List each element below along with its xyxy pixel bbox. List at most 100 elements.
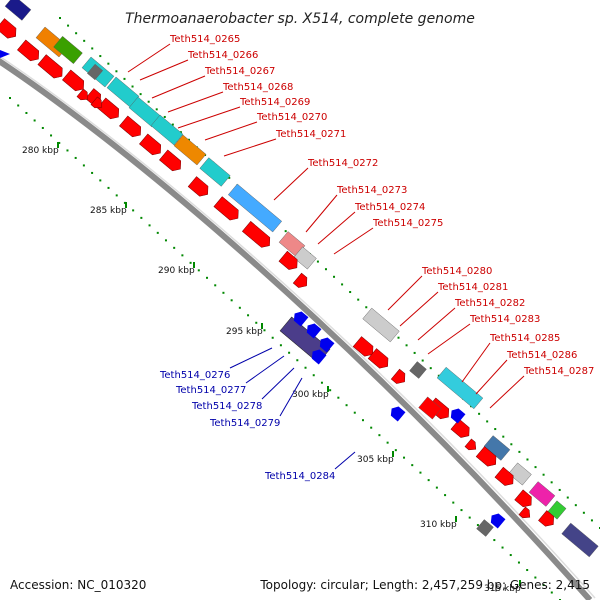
outer-dotted-guide bbox=[75, 32, 78, 35]
gene-label[interactable]: Teth514_0274 bbox=[354, 202, 425, 213]
kbp-tick-mark bbox=[193, 262, 195, 268]
outer-dotted-guide bbox=[582, 511, 585, 514]
outer-dotted-guide bbox=[526, 458, 529, 461]
outer-dotted-guide bbox=[349, 291, 352, 294]
inner-dotted-guide bbox=[493, 539, 496, 542]
gene-label[interactable]: Teth514_0273 bbox=[336, 185, 407, 196]
inner-dotted-guide bbox=[91, 171, 94, 174]
inner-dotted-guide bbox=[542, 584, 545, 587]
forward-gene-arrow bbox=[241, 221, 271, 248]
outer-dotted-guide bbox=[486, 420, 489, 423]
gene-label[interactable]: Teth514_0269 bbox=[239, 97, 310, 108]
inner-dotted-guide bbox=[337, 396, 340, 399]
inner-dotted-guide bbox=[353, 411, 356, 414]
inner-dotted-guide bbox=[296, 359, 299, 362]
gene-label[interactable]: Teth514_0271 bbox=[275, 129, 346, 140]
inner-dotted-guide bbox=[386, 441, 389, 444]
inner-dotted-guide bbox=[361, 419, 364, 422]
outer-dotted-guide bbox=[171, 123, 174, 126]
inner-dotted-guide bbox=[148, 224, 151, 227]
inner-dotted-guide bbox=[526, 569, 529, 572]
forward-gene-arrow bbox=[494, 466, 514, 486]
gene-label[interactable]: Teth514_0284 bbox=[264, 471, 335, 482]
outer-dotted-guide bbox=[502, 435, 505, 438]
kbp-tick-label: 290 kbp bbox=[158, 266, 195, 276]
gene-label[interactable]: Teth514_0282 bbox=[454, 298, 525, 309]
cog-feature-block bbox=[528, 481, 556, 507]
inner-dotted-guide bbox=[41, 126, 44, 129]
cog-feature-block bbox=[173, 134, 207, 166]
inner-dotted-guide bbox=[304, 366, 307, 369]
gene-label[interactable]: Teth514_0275 bbox=[372, 218, 443, 229]
outer-dotted-guide bbox=[163, 115, 166, 118]
map-title: Thermoanaerobacter sp. X514, complete ge… bbox=[125, 11, 475, 27]
inner-dotted-guide bbox=[247, 314, 250, 317]
inner-dotted-guide bbox=[50, 134, 53, 137]
gene-label[interactable]: Teth514_0277 bbox=[175, 385, 246, 396]
label-leader-line bbox=[229, 347, 273, 369]
gene-label[interactable]: Teth514_0280 bbox=[421, 266, 492, 277]
cog-feature-block bbox=[150, 114, 184, 146]
gene-label[interactable]: Teth514_0266 bbox=[187, 50, 258, 61]
forward-gene-arrow bbox=[464, 438, 477, 451]
outer-dotted-guide bbox=[324, 268, 327, 271]
label-leader-line bbox=[305, 194, 338, 233]
outer-dotted-guide bbox=[179, 131, 182, 134]
inner-dotted-guide bbox=[263, 329, 266, 332]
outer-dotted-guide bbox=[316, 260, 319, 263]
cog-feature-block bbox=[476, 519, 494, 537]
inner-dotted-guide bbox=[238, 306, 241, 309]
kbp-tick-mark bbox=[125, 202, 127, 208]
gene-label[interactable]: Teth514_0276 bbox=[159, 370, 230, 381]
inner-dotted-guide bbox=[156, 231, 159, 234]
outer-dotted-guide bbox=[107, 62, 110, 65]
outer-dotted-guide bbox=[510, 443, 513, 446]
gene-label[interactable]: Teth514_0281 bbox=[437, 282, 508, 293]
gene-label[interactable]: Teth514_0287 bbox=[523, 366, 594, 377]
cog-feature-block bbox=[87, 63, 103, 81]
gene-label[interactable]: Teth514_0279 bbox=[209, 418, 280, 429]
gene-label[interactable]: Teth514_0272 bbox=[307, 158, 378, 169]
cog-feature-block bbox=[293, 246, 317, 270]
inner-dotted-guide bbox=[99, 179, 102, 182]
feature-track bbox=[0, 0, 599, 558]
inner-dotted-guide bbox=[9, 97, 11, 99]
inner-dotted-guide bbox=[394, 449, 397, 452]
gene-label[interactable]: Teth514_0268 bbox=[222, 82, 293, 93]
outer-dotted-guide bbox=[228, 176, 231, 179]
inner-dotted-guide bbox=[312, 374, 315, 377]
inner-dotted-guide bbox=[115, 194, 118, 197]
forward-gene-arrow bbox=[538, 510, 554, 527]
label-leader-line bbox=[334, 451, 356, 470]
inner-dotted-guide bbox=[230, 299, 233, 302]
label-leader-line bbox=[387, 275, 423, 311]
inner-dotted-guide bbox=[329, 389, 332, 392]
outer-dotted-guide bbox=[83, 39, 86, 42]
outer-dotted-guide bbox=[333, 275, 336, 278]
outer-dotted-guide bbox=[590, 519, 593, 522]
gene-label[interactable]: Teth514_0267 bbox=[204, 66, 275, 77]
gene-label[interactable]: Teth514_0265 bbox=[169, 34, 240, 45]
forward-gene-arrow bbox=[390, 368, 406, 384]
gene-label[interactable]: Teth514_0270 bbox=[256, 112, 327, 123]
inner-dotted-guide bbox=[181, 254, 184, 257]
cog-feature-block bbox=[199, 157, 231, 187]
label-leader-line bbox=[427, 323, 471, 355]
gene-label[interactable]: Teth514_0285 bbox=[489, 333, 560, 344]
label-leader-line bbox=[223, 138, 277, 157]
forward-gene-arrow bbox=[367, 348, 389, 369]
gene-label[interactable]: Teth514_0286 bbox=[506, 350, 577, 361]
outer-dotted-guide bbox=[478, 412, 481, 415]
forward-gene-arrow bbox=[213, 196, 239, 221]
forward-gene-arrow bbox=[17, 39, 40, 62]
gene-label[interactable]: Teth514_0278 bbox=[191, 401, 262, 412]
label-leader-line bbox=[167, 91, 224, 113]
inner-dotted-guide bbox=[17, 104, 20, 107]
forward-gene-arrow bbox=[119, 115, 142, 138]
outer-dotted-guide bbox=[131, 85, 134, 88]
inner-dotted-guide bbox=[82, 164, 85, 167]
label-leader-line bbox=[461, 342, 491, 383]
reverse-gene-arrow bbox=[319, 337, 335, 353]
gene-label[interactable]: Teth514_0283 bbox=[469, 314, 540, 325]
